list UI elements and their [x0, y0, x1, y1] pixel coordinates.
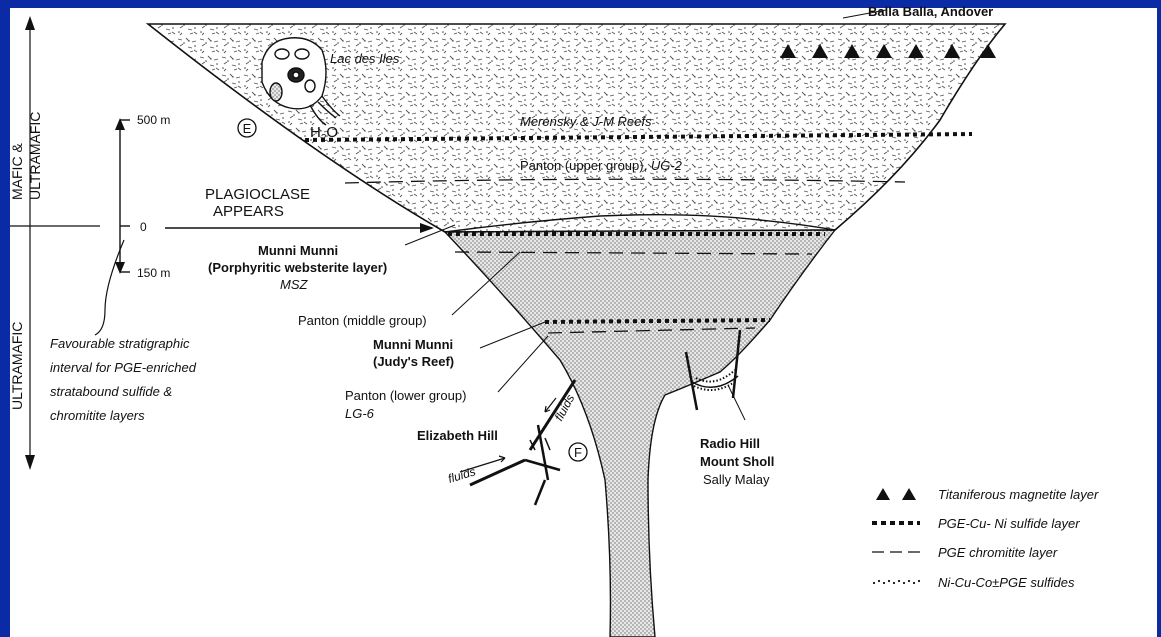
munni2-line2: (Judy's Reef) — [373, 354, 454, 369]
munni1-line2: (Porphyritic websterite layer) — [208, 260, 387, 275]
marker-e: E — [243, 121, 252, 136]
depth-scale — [115, 118, 130, 274]
favourable-line2: interval for PGE-enriched — [50, 360, 197, 375]
radio-hill-label: Radio Hill — [700, 436, 760, 451]
sally-malay-label: Sally Malay — [703, 472, 770, 487]
munni2-line1: Munni Munni — [373, 337, 453, 352]
panton-lower-leader — [498, 336, 548, 392]
panton-lower-label: Panton (lower group) — [345, 388, 466, 403]
elizabeth-hill-label: Elizabeth Hill — [417, 428, 498, 443]
plagioclase-line1: PLAGIOCLASE — [205, 186, 310, 203]
radio-leader — [728, 385, 745, 420]
legend-sulfide: PGE-Cu- Ni sulfide layer — [938, 516, 1080, 531]
zone-mafic-line1: MAFIC & — [9, 143, 25, 200]
zone-mafic-line2: ULTRAMAFIC — [27, 112, 43, 200]
panton-upper-label: Panton (upper group), UG-2 — [520, 158, 683, 173]
zone-ultramafic: ULTRAMAFIC — [9, 322, 25, 410]
merensky-label: Merensky & J-M Reefs — [520, 114, 652, 129]
plagioclase-line2: APPEARS — [213, 203, 284, 220]
favourable-line4: chromitite layers — [50, 408, 145, 423]
balla-label: Balla Balla, Andover — [868, 4, 993, 19]
legend-nicu-symbol — [873, 580, 920, 584]
legend-magnetite-symbol — [876, 488, 916, 500]
munni2-leader — [480, 322, 545, 348]
legend-nicu: Ni-Cu-Co±PGE sulfides — [938, 575, 1075, 590]
munni1-line1: Munni Munni — [258, 243, 338, 258]
lac-des-iles-label: Lac des Iles — [330, 51, 400, 66]
legend-magnetite: Titaniferous magnetite layer — [938, 487, 1099, 502]
ultramafic-lower-zone — [445, 230, 835, 637]
scale-150m: 150 m — [137, 266, 170, 280]
legend-chromitite: PGE chromitite layer — [938, 545, 1058, 560]
mount-sholl-label: Mount Sholl — [700, 454, 774, 469]
marker-f: F — [574, 445, 582, 460]
lg6-label: LG-6 — [345, 406, 375, 421]
legend: Titaniferous magnetite layer PGE-Cu- Ni … — [872, 487, 1099, 590]
scale-zero: 0 — [140, 220, 147, 234]
favourable-line3: stratabound sulfide & — [50, 384, 172, 399]
panton-middle-label: Panton (middle group) — [298, 313, 427, 328]
favourable-line1: Favourable stratigraphic — [50, 336, 190, 351]
scale-500m: 500 m — [137, 113, 170, 127]
msz-label: MSZ — [280, 277, 309, 292]
fluids-label-1: fluids — [552, 392, 578, 423]
